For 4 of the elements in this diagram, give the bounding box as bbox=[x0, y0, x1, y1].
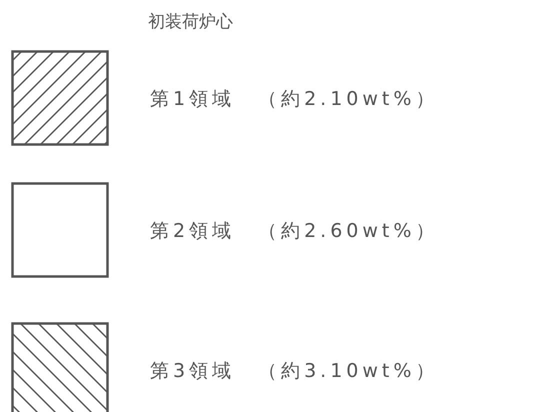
legend-label: 第1領域 （約2.10wt%） bbox=[150, 87, 438, 112]
legend-title: 初装荷炉心 bbox=[148, 11, 233, 33]
legend-label: 第3領域 （約3.10wt%） bbox=[150, 359, 438, 384]
legend-label: 第2領域 （約2.60wt%） bbox=[150, 219, 438, 244]
